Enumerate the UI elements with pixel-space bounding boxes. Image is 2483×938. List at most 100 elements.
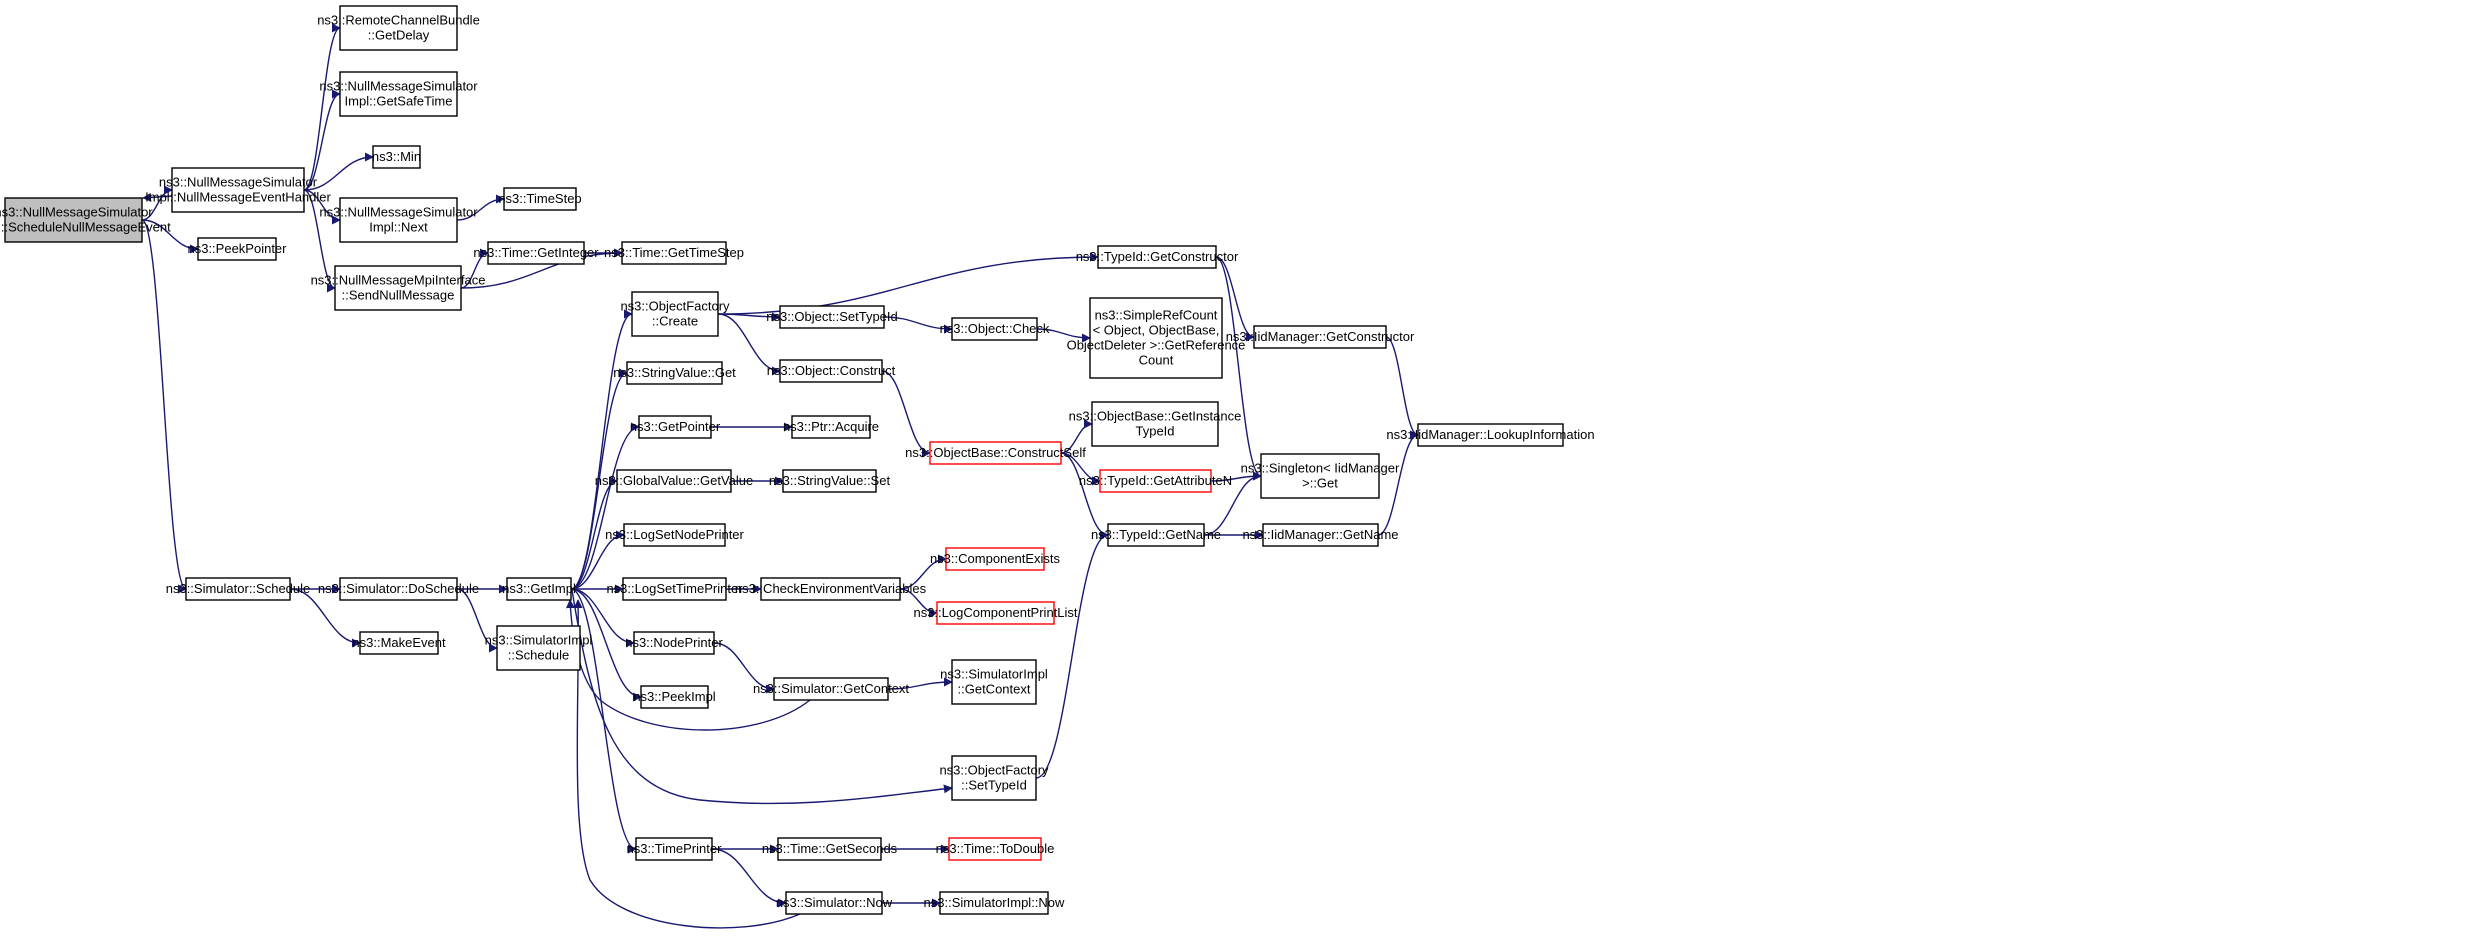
node-getattrn[interactable]: ns3::TypeId::GetAttributeN xyxy=(1079,469,1232,493)
node-label: Impl::GetSafeTime xyxy=(345,94,453,109)
node-label: ns3::ObjectFactory xyxy=(620,299,730,314)
node-simgetctx[interactable]: ns3::Simulator::GetContext xyxy=(753,677,909,701)
node-logcomplist[interactable]: ns3::LogComponentPrintList xyxy=(913,601,1078,625)
node-simplerefcount[interactable]: ns3::SimpleRefCount< Object, ObjectBase,… xyxy=(1067,297,1246,379)
edge-nmeh-to-getdelay xyxy=(303,23,341,191)
node-sched[interactable]: ns3::Simulator::Schedule xyxy=(166,577,311,601)
node-iidgetctor[interactable]: ns3::IidManager::GetConstructor xyxy=(1226,325,1415,349)
node-singleton[interactable]: ns3::Singleton< IidManager >::Get xyxy=(1241,453,1400,499)
node-box xyxy=(633,631,715,655)
node-compexists[interactable]: ns3::ComponentExists xyxy=(930,547,1061,571)
node-todouble[interactable]: ns3::Time::ToDouble xyxy=(936,837,1055,861)
node-label: ns3::ObjectBase::ConstructSelf xyxy=(905,445,1086,460)
edge-path xyxy=(303,189,336,293)
node-simimplnow[interactable]: ns3::SimulatorImpl::Now xyxy=(924,891,1065,915)
edge-root-to-peekptr xyxy=(141,219,199,254)
node-simimplctx[interactable]: ns3::SimulatorImpl::GetContext xyxy=(940,659,1048,705)
node-gvget[interactable]: ns3::GlobalValue::GetValue xyxy=(595,469,754,493)
node-makeevent[interactable]: ns3::MakeEvent xyxy=(352,631,446,655)
edge-path xyxy=(303,152,374,191)
node-peekimpl[interactable]: ns3::PeekImpl xyxy=(633,685,716,709)
node-label: ::GetDelay xyxy=(368,28,430,43)
node-getpointer[interactable]: ns3::GetPointer xyxy=(630,415,721,439)
node-getctor[interactable]: ns3::TypeId::GetConstructor xyxy=(1076,245,1239,269)
node-box xyxy=(1262,523,1379,547)
node-box xyxy=(951,659,1037,705)
node-timestep[interactable]: ns3::TimeStep xyxy=(498,187,582,211)
edge-path xyxy=(570,588,642,702)
node-getname[interactable]: ns3::TypeId::GetName xyxy=(1091,523,1221,547)
edges-layer xyxy=(141,23,1419,929)
node-lognode[interactable]: ns3::LogSetNodePrinter xyxy=(605,523,745,547)
node-label: ns3::LogSetTimePrinter xyxy=(606,581,743,596)
node-sendnull[interactable]: ns3::NullMessageMpiInterface::SendNullMe… xyxy=(311,265,486,311)
node-nodeprinter[interactable]: ns3::NodePrinter xyxy=(625,631,723,655)
node-root[interactable]: ns3::NullMessageSimulatorImpl::ScheduleN… xyxy=(0,197,171,243)
node-label: Count xyxy=(1139,353,1174,368)
node-checkenv[interactable]: ns3::CheckEnvironmentVariables xyxy=(735,577,927,601)
node-iidgetname[interactable]: ns3::IidManager::GetName xyxy=(1242,523,1399,547)
node-label: ns3::ObjectBase::GetInstance xyxy=(1069,409,1242,424)
node-getinteger[interactable]: ns3::Time::GetInteger xyxy=(473,241,599,265)
node-getseconds[interactable]: ns3::Time::GetSeconds xyxy=(762,837,898,861)
node-label: ns3::TimePrinter xyxy=(627,841,723,856)
edge-ofcreate-to-getctor xyxy=(717,252,1099,315)
node-label: ns3::TypeId::GetConstructor xyxy=(1076,249,1239,264)
node-getsafe[interactable]: ns3::NullMessageSimulatorImpl::GetSafeTi… xyxy=(319,71,478,117)
node-min[interactable]: ns3::Min xyxy=(372,145,421,169)
node-lookup[interactable]: ns3::IidManager::LookupInformation xyxy=(1386,423,1595,447)
node-strset[interactable]: ns3::StringValue::Set xyxy=(769,469,891,493)
node-constructself[interactable]: ns3::ObjectBase::ConstructSelf xyxy=(905,441,1086,465)
node-label: ::SetTypeId xyxy=(961,778,1027,793)
node-getdelay[interactable]: ns3::RemoteChannelBundle::GetDelay xyxy=(317,5,480,51)
node-timeprinter[interactable]: ns3::TimePrinter xyxy=(627,837,723,861)
node-ptracquire[interactable]: ns3::Ptr::Acquire xyxy=(783,415,879,439)
node-box xyxy=(1260,453,1380,499)
node-label: ns3::NullMessageSimulator xyxy=(159,175,318,190)
edge-nodeprinter-to-simgetctx xyxy=(713,642,775,694)
node-label: ns3::ObjectFactory xyxy=(939,763,1049,778)
node-objcheck[interactable]: ns3::Object::Check xyxy=(940,317,1050,341)
edge-nmeh-to-sendnull xyxy=(303,189,336,293)
edge-getctor-to-iidgetctor xyxy=(1215,256,1255,342)
nodes-layer: ns3::NullMessageSimulatorImpl::ScheduleN… xyxy=(0,5,1595,915)
node-getimpl[interactable]: ns3::GetImpl xyxy=(502,577,576,601)
node-objconstruct[interactable]: ns3::Object::Construct xyxy=(767,359,896,383)
node-logtime[interactable]: ns3::LogSetTimePrinter xyxy=(606,577,743,601)
node-box xyxy=(779,305,885,329)
node-box xyxy=(197,237,277,261)
edge-path xyxy=(887,677,953,690)
node-dosched[interactable]: ns3::Simulator::DoSchedule xyxy=(318,577,479,601)
edge-path xyxy=(141,219,199,254)
node-peekptr[interactable]: ns3::PeekPointer xyxy=(187,237,287,261)
node-box xyxy=(185,577,291,601)
node-label: ns3::RemoteChannelBundle xyxy=(317,13,480,28)
node-settypeid[interactable]: ns3::Object::SetTypeId xyxy=(766,305,898,329)
edge-simnow-to-getimpl xyxy=(573,599,801,929)
node-label: ns3::Singleton< IidManager xyxy=(1241,461,1400,476)
node-gettimestep[interactable]: ns3::Time::GetTimeStep xyxy=(604,241,744,265)
node-label: ns3::NodePrinter xyxy=(625,635,723,650)
node-simnow[interactable]: ns3::Simulator::Now xyxy=(776,891,893,915)
node-ofsettype[interactable]: ns3::ObjectFactory::SetTypeId xyxy=(939,755,1049,801)
node-label: < Object, ObjectBase, xyxy=(1093,323,1220,338)
node-box xyxy=(1107,523,1205,547)
node-label: ::Create xyxy=(652,314,698,329)
node-nmeh[interactable]: ns3::NullMessageSimulatorImpl::NullMessa… xyxy=(145,167,332,213)
node-box xyxy=(359,631,439,655)
node-ofcreate[interactable]: ns3::ObjectFactory::Create xyxy=(620,291,730,337)
node-box xyxy=(339,71,458,117)
node-box xyxy=(779,359,883,383)
edge-nmeh-to-root xyxy=(142,192,173,202)
node-label: ::GetContext xyxy=(958,682,1031,697)
edge-path xyxy=(570,422,640,590)
node-box xyxy=(951,755,1037,801)
node-strget[interactable]: ns3::StringValue::Get xyxy=(613,361,736,385)
edge-path xyxy=(899,554,947,590)
edge-path xyxy=(141,185,173,221)
edge-getimpl-to-ofsettype xyxy=(571,589,953,805)
edge-path xyxy=(1060,419,1093,454)
node-simimplsched[interactable]: ns3::SimulatorImpl::Schedule xyxy=(485,625,593,671)
